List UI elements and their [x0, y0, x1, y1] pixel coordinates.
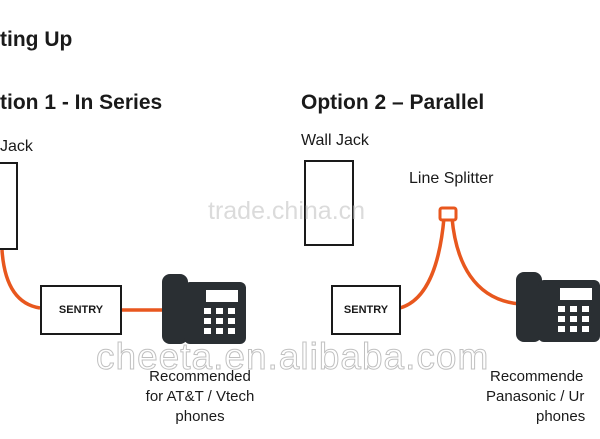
option-2-splitter-to-phone-cable: [450, 217, 521, 306]
option-1-cables: [0, 249, 168, 312]
watermark-bottom: cheeta.en.alibaba.com: [95, 336, 490, 378]
option-2-caption: Recommende Panasonic / Ur phones: [486, 367, 600, 427]
option-2-title: Option 2 – Parallel: [301, 91, 485, 114]
option-1-caption-line-3: phones: [175, 408, 225, 425]
option-2-cables: [399, 206, 521, 310]
option-1-desk-phone-icon: [162, 274, 246, 344]
option-1-caption: Recommended for AT&T / Vtech phones: [130, 367, 270, 427]
option-1-caption-line-1: Recommended: [149, 368, 251, 385]
option-1-jack-to-sentry-cable: [0, 249, 41, 310]
option-1-wall-jack: [0, 162, 18, 250]
option-2-caption-line-2: Panasonic / Ur: [486, 388, 585, 405]
option-2-desk-phone-icon: [516, 272, 600, 342]
option-1-wall-jack-label: Jack: [0, 138, 33, 155]
line-splitter-icon: [438, 206, 458, 222]
option-2-sentry-device: SENTRY: [331, 285, 401, 335]
option-2-splitter-to-sentry-cable: [399, 217, 446, 310]
line-splitter-label: Line Splitter: [409, 170, 494, 187]
watermark-top: trade.china.cn: [208, 197, 366, 225]
option-1-sentry-device: SENTRY: [40, 285, 122, 335]
page-heading: ting Up: [0, 28, 73, 51]
option-1-caption-line-2: for AT&T / Vtech: [145, 388, 255, 405]
option-2-caption-line-1: Recommende: [490, 368, 584, 385]
option-2-wall-jack-label: Wall Jack: [301, 132, 369, 149]
option-2-caption-line-3: phones: [536, 408, 586, 425]
option-2-wall-jack: [304, 160, 354, 246]
option-1-title: tion 1 - In Series: [0, 91, 163, 114]
